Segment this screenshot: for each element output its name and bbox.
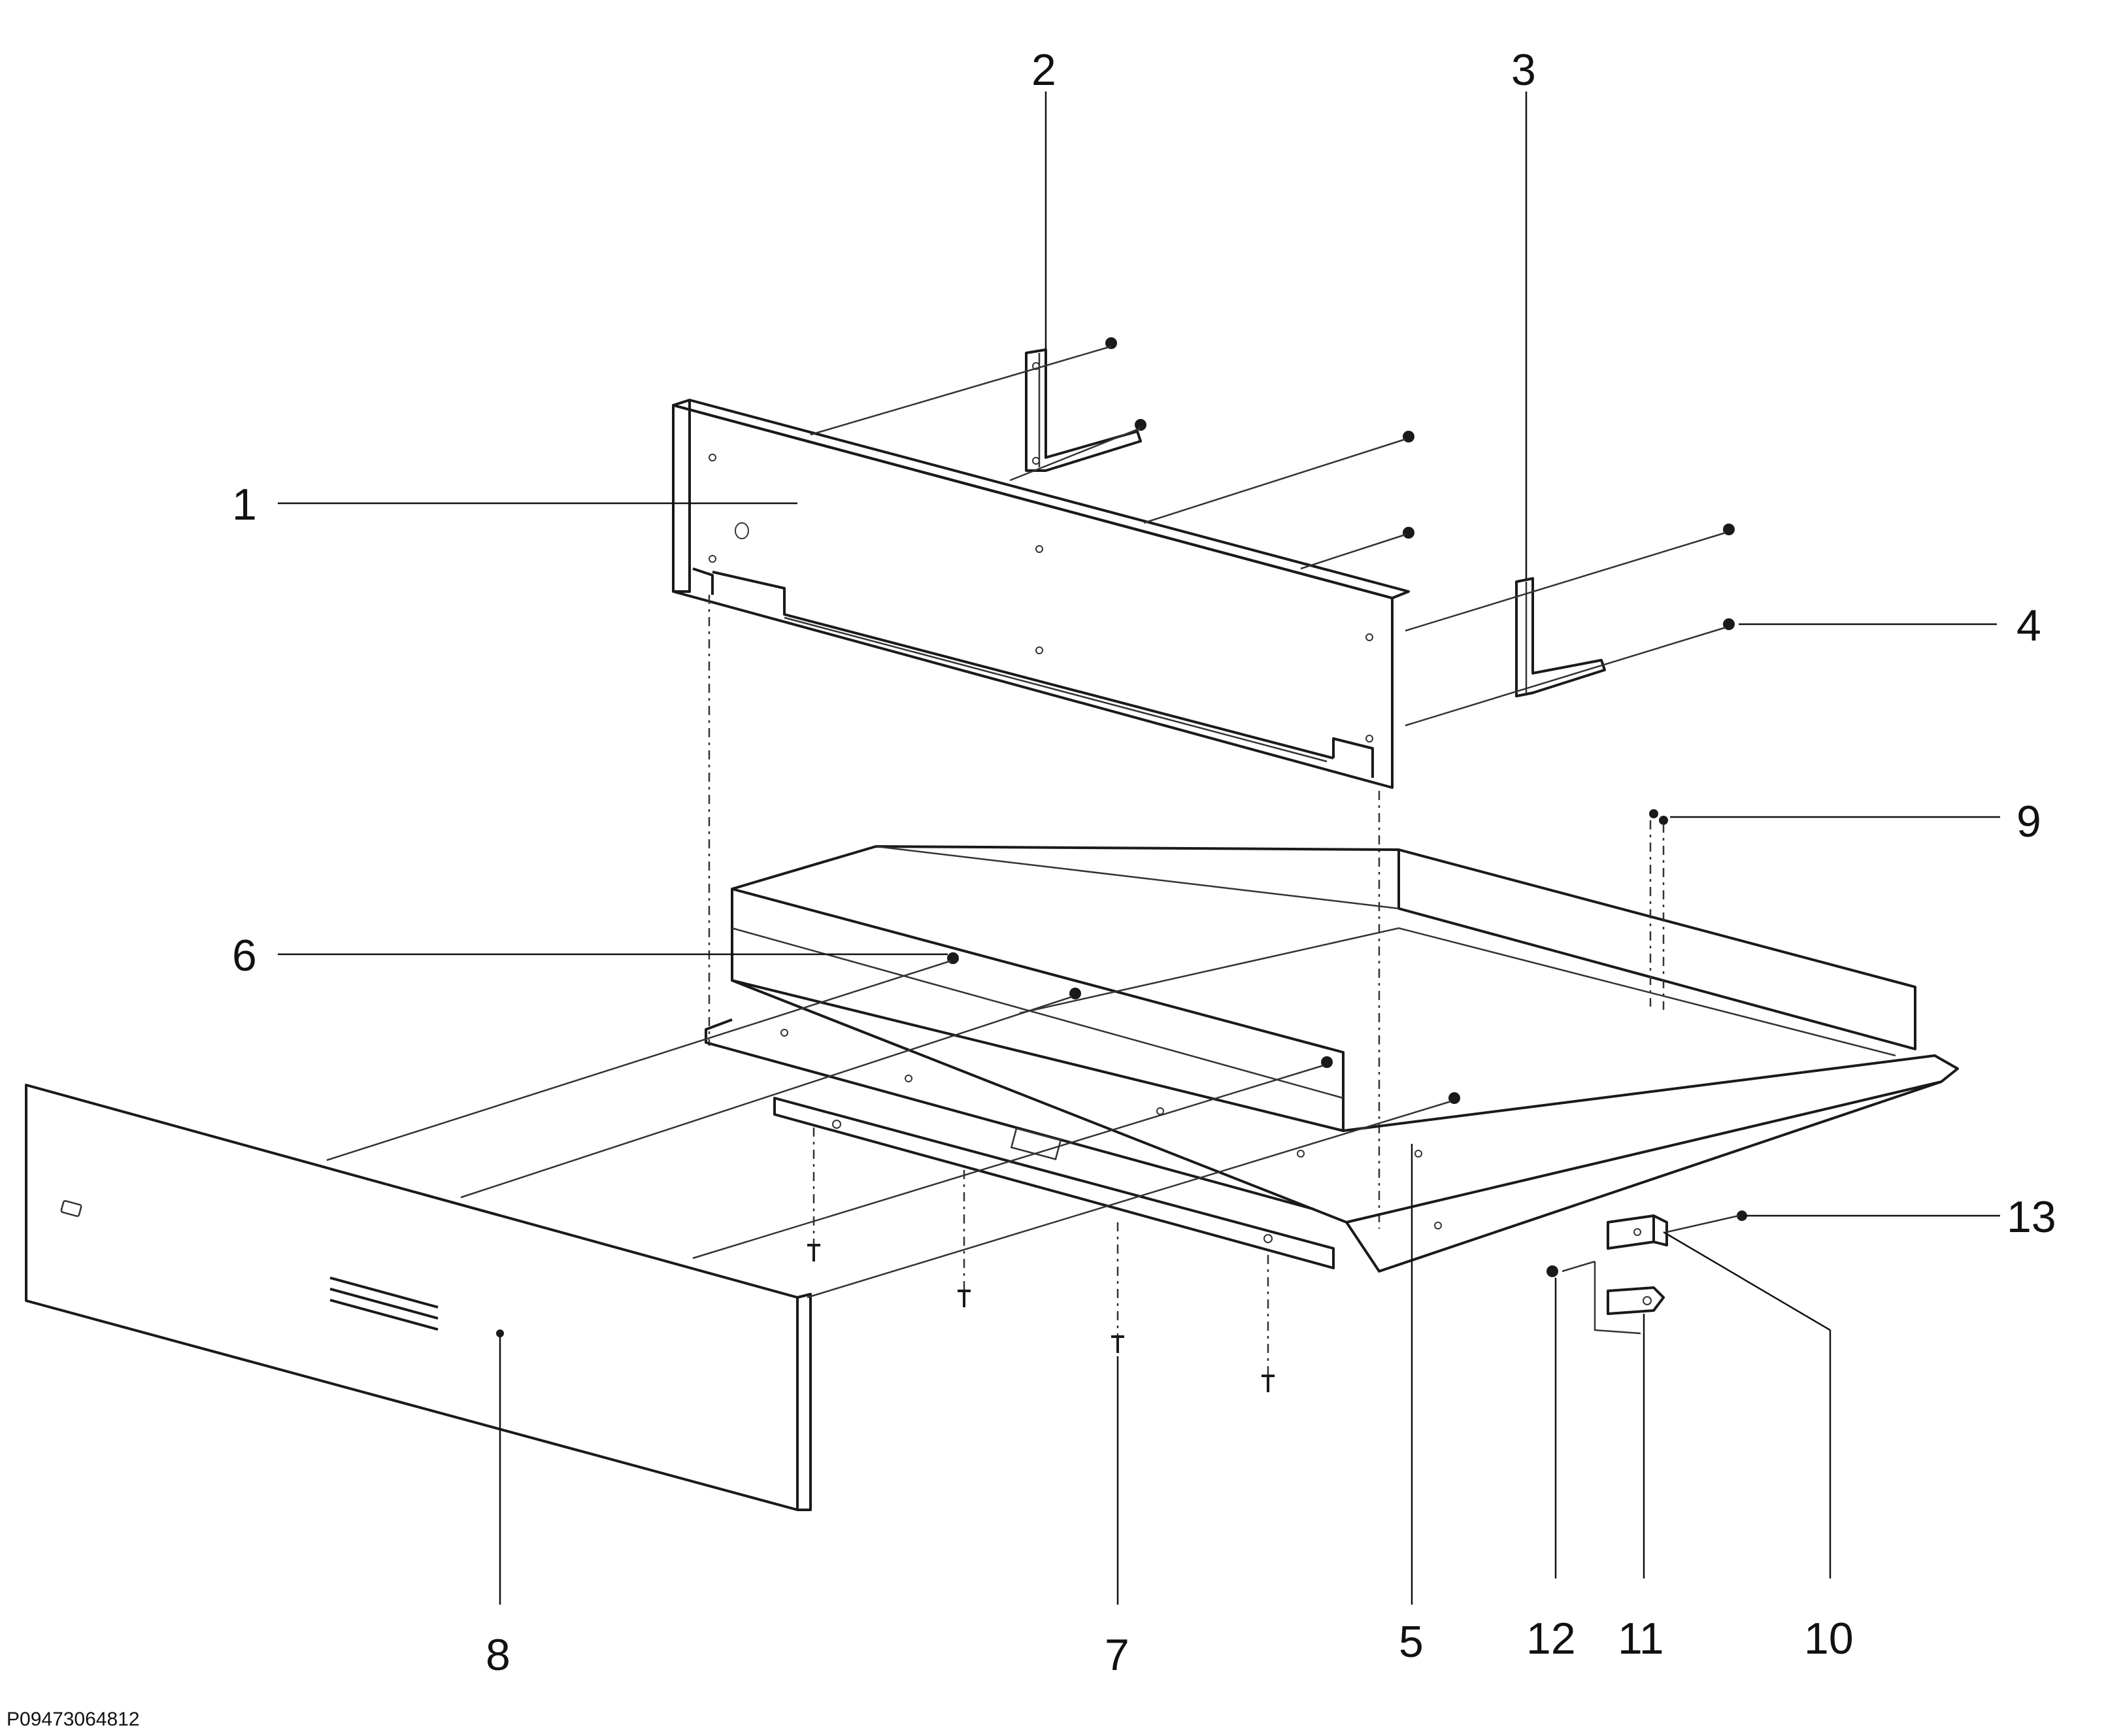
callout-6: 6 xyxy=(232,931,257,980)
callout-2: 2 xyxy=(1031,45,1056,95)
assembly-lines-lower xyxy=(326,820,1665,1386)
part-8-front-panel xyxy=(25,1084,812,1511)
callout-4: 4 xyxy=(2016,601,2041,650)
screws xyxy=(947,337,1747,1277)
leader-lines xyxy=(278,92,2000,1605)
part-5-drawer-tray xyxy=(705,845,1959,1273)
callout-10: 10 xyxy=(1804,1614,1854,1663)
assembly-lines-upper xyxy=(708,345,1726,1229)
part-2-left-bracket xyxy=(1025,348,1142,472)
part-1-back-panel xyxy=(672,399,1410,789)
callout-labels: 1 2 3 4 5 6 7 8 9 10 11 12 13 xyxy=(232,45,2056,1680)
callout-13: 13 xyxy=(2007,1192,2056,1242)
callout-3: 3 xyxy=(1511,45,1536,95)
drawing-code: P09473064812 xyxy=(7,1709,140,1730)
callout-11: 11 xyxy=(1618,1614,1664,1663)
hinge-assembly xyxy=(1562,1214,1739,1335)
callout-9: 9 xyxy=(2016,797,2041,846)
callout-1: 1 xyxy=(232,480,257,529)
part-7-screws xyxy=(807,1244,1275,1392)
callout-7: 7 xyxy=(1105,1630,1129,1680)
callout-12: 12 xyxy=(1526,1614,1576,1663)
callout-5: 5 xyxy=(1399,1617,1424,1667)
callout-8: 8 xyxy=(486,1630,510,1680)
